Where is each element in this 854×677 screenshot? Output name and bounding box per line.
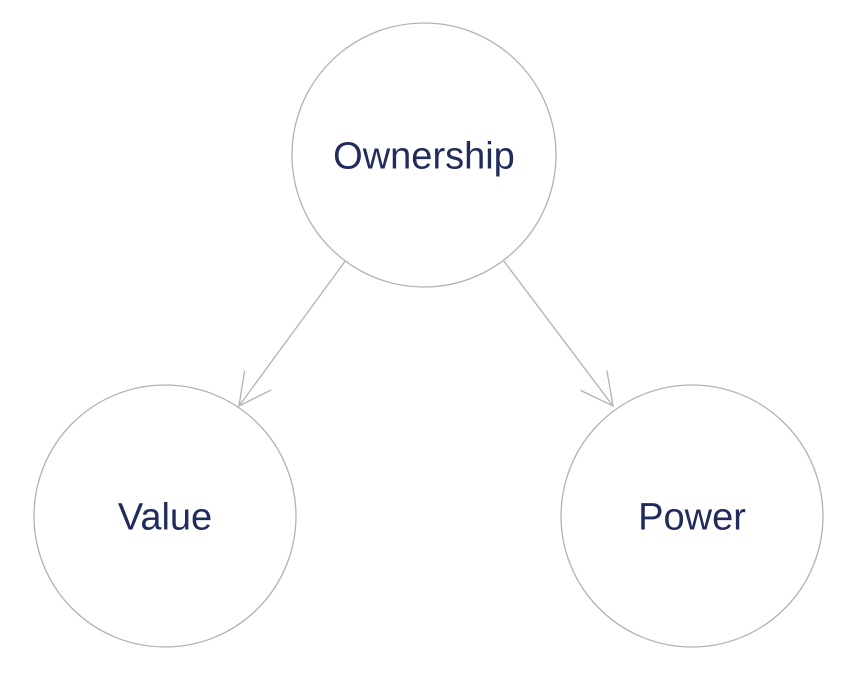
node-power[interactable]: Power: [560, 384, 824, 648]
node-power-label: Power: [638, 496, 746, 538]
node-ownership[interactable]: Ownership: [291, 22, 557, 288]
node-ownership-label: Ownership: [333, 135, 515, 177]
node-ownership-circle[interactable]: [291, 22, 557, 288]
node-value-circle[interactable]: [33, 384, 297, 648]
edge-ownership-to-value: [238, 259, 347, 408]
node-value-label: Value: [118, 496, 212, 538]
node-value[interactable]: Value: [33, 384, 297, 648]
edge-ownership-to-power: [502, 259, 614, 408]
node-power-circle[interactable]: [560, 384, 824, 648]
edge-layer: [238, 259, 614, 408]
